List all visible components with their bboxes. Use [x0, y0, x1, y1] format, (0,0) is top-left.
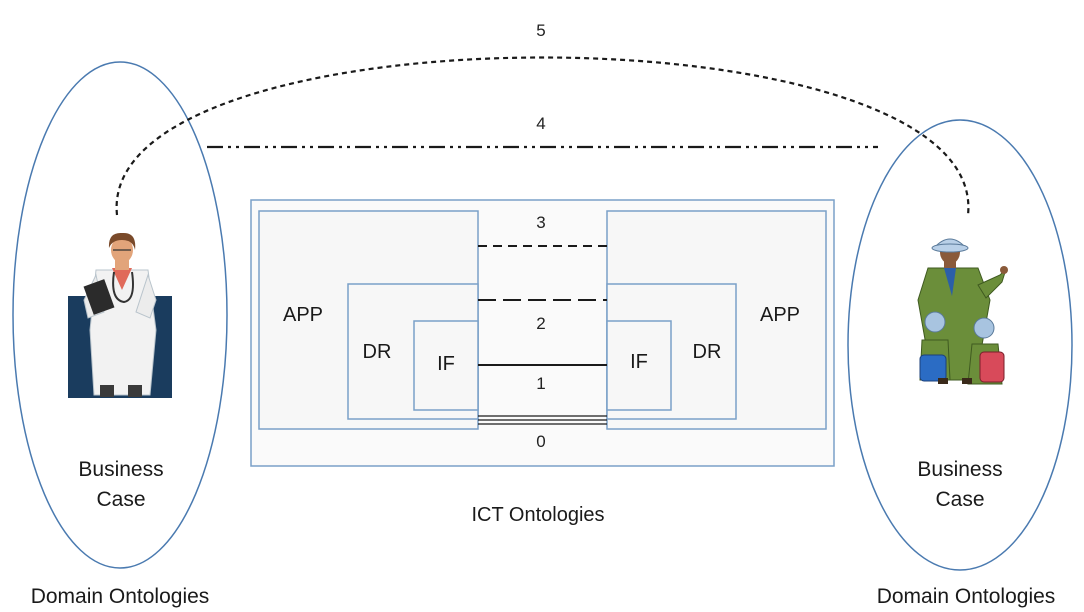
- left-domain-ellipse: [12, 61, 228, 569]
- right-app-label: APP: [760, 304, 800, 326]
- level-0-connector: [478, 415, 607, 425]
- left-app-label: APP: [283, 304, 323, 326]
- right-business-label: Business: [917, 458, 1002, 481]
- left-domain-ontologies-label: Domain Ontologies: [31, 585, 210, 608]
- left-if-label: IF: [437, 353, 455, 375]
- level-1-label: 1: [536, 374, 545, 393]
- level-5-label: 5: [536, 21, 545, 40]
- right-domain-ellipse: [847, 119, 1073, 571]
- left-case-label: Case: [96, 488, 145, 511]
- level-2-label: 2: [536, 314, 545, 333]
- left-dr-label: DR: [363, 341, 392, 363]
- level-0-label: 0: [536, 432, 545, 451]
- level-4-label: 4: [536, 114, 545, 133]
- right-domain-ontologies-label: Domain Ontologies: [877, 585, 1056, 608]
- level-3-label: 3: [536, 213, 545, 232]
- left-business-label: Business: [78, 458, 163, 481]
- ict-ontologies-label: ICT Ontologies: [471, 504, 604, 526]
- right-if-label: IF: [630, 351, 648, 373]
- tourist-guide-icon: [917, 238, 1008, 385]
- level-5-connector: [115, 56, 970, 216]
- right-case-label: Case: [935, 488, 984, 511]
- right-if-box: [606, 320, 672, 411]
- right-dr-label: DR: [693, 341, 722, 363]
- doctor-icon: [68, 232, 172, 398]
